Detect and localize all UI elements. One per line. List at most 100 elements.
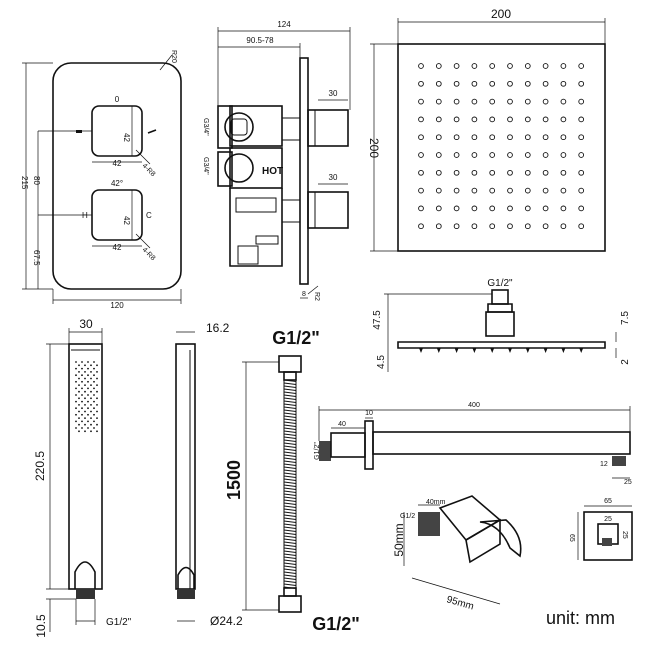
nozzle-tip (525, 348, 530, 353)
spray-dot (96, 364, 98, 367)
spray-dot (87, 400, 89, 403)
nozzle (435, 80, 442, 87)
nozzle (418, 98, 424, 105)
hose-ridge (283, 544, 297, 547)
nozzle (542, 63, 549, 69)
spray-dot (93, 374, 95, 377)
nozzle (524, 98, 531, 105)
hose-ridge (283, 502, 297, 505)
spray-dot (90, 390, 92, 393)
nozzle (507, 187, 513, 194)
nozzle (435, 63, 442, 69)
nozzle-tip (419, 348, 423, 353)
nozzle (578, 63, 585, 69)
hose-length-label: 1500 (224, 460, 244, 500)
spray-dot (81, 413, 83, 416)
flange-label: 10 (365, 410, 373, 417)
nozzle (453, 205, 460, 212)
hose-ridge (283, 562, 297, 565)
hose-ridge (283, 454, 297, 457)
spray-dot (96, 390, 98, 393)
hose-ridge (283, 433, 297, 436)
lower-sleeve (281, 199, 301, 223)
nozzle (524, 116, 531, 123)
bottom-handle-width: 42 (113, 243, 122, 252)
bottom-handle (91, 189, 143, 241)
nozzle (453, 80, 460, 87)
hose-ridge (283, 565, 297, 568)
top-handle-radius: 4-R8 (141, 162, 157, 178)
head-connector-label: G1/2" (487, 278, 513, 289)
end-width-label: 25 (624, 479, 632, 486)
spray-dot (87, 387, 89, 390)
base-height-label: 4.5 (376, 355, 387, 369)
spray-dot (75, 420, 77, 423)
spray-dot (93, 367, 95, 370)
hose-ridge (283, 487, 297, 490)
upper-sleeve (281, 117, 301, 141)
hose-ridge (283, 448, 297, 451)
spray-dot (78, 371, 80, 373)
nozzle (507, 152, 513, 158)
spray-dot (93, 413, 95, 416)
shower-arm: 400 10 40 G1/2" 12 25 (314, 402, 632, 486)
nozzle (471, 80, 478, 87)
spray-dot (75, 427, 77, 429)
spray-dot (78, 390, 80, 393)
head-width-label: 200 (491, 7, 511, 21)
thread-length-label: 10.5 (34, 614, 48, 638)
dim-bracket-length (411, 577, 501, 605)
spray-dot (90, 404, 92, 406)
nozzle (418, 223, 424, 230)
lower-connector (255, 235, 279, 245)
spray-dot (96, 410, 98, 413)
upper-port-square (230, 118, 248, 136)
spray-dot (90, 430, 92, 433)
upper-inlet (217, 105, 233, 149)
head-profile (397, 341, 606, 349)
spray-dot (81, 427, 83, 429)
nozzle (489, 80, 496, 87)
spray-dot (93, 407, 95, 410)
nozzle (560, 152, 567, 158)
hose-ridge (283, 529, 297, 532)
leader-plate-radius (307, 285, 319, 295)
nozzle-tip (490, 348, 495, 353)
nozzle (578, 187, 585, 194)
nozzle (418, 134, 424, 141)
spray-dot (78, 384, 80, 386)
nozzle (560, 205, 567, 212)
spray-dot (90, 377, 92, 380)
arm-thread (319, 441, 331, 461)
head-height-label: 200 (367, 138, 381, 158)
hot-letter: H (82, 211, 88, 220)
hose-ridge (283, 451, 297, 454)
hose-ridge (283, 481, 297, 484)
spray-dot (93, 420, 95, 423)
hose-ridge (283, 556, 297, 559)
nozzle (453, 98, 460, 105)
spray-dot (93, 400, 95, 403)
overall-height-label: 47.5 (372, 310, 383, 330)
spray-dot (96, 377, 98, 380)
hose-ridge (283, 493, 297, 496)
lower-housing (229, 188, 283, 267)
spray-dot (90, 371, 92, 373)
nozzle (453, 169, 460, 176)
nozzle (489, 134, 496, 141)
nozzle (578, 205, 585, 212)
spray-dot (87, 427, 89, 429)
lower-inlet-label: G3/4" (202, 157, 209, 175)
handset-body (68, 343, 103, 590)
bottom-handle-radius: 4-R8 (141, 246, 157, 262)
spray-dot (96, 404, 98, 406)
nozzle (524, 169, 531, 176)
shower-head-side-view: G1/2" 47.5 4.5 7.5 2 (372, 278, 631, 372)
spray-dot (81, 394, 83, 396)
hose-ridge (283, 583, 297, 586)
hose-ridge (283, 457, 297, 460)
hose-ridge (283, 499, 297, 502)
spray-dot (84, 410, 86, 413)
nozzle-tip (472, 348, 477, 353)
right-mark-icon (147, 129, 157, 134)
